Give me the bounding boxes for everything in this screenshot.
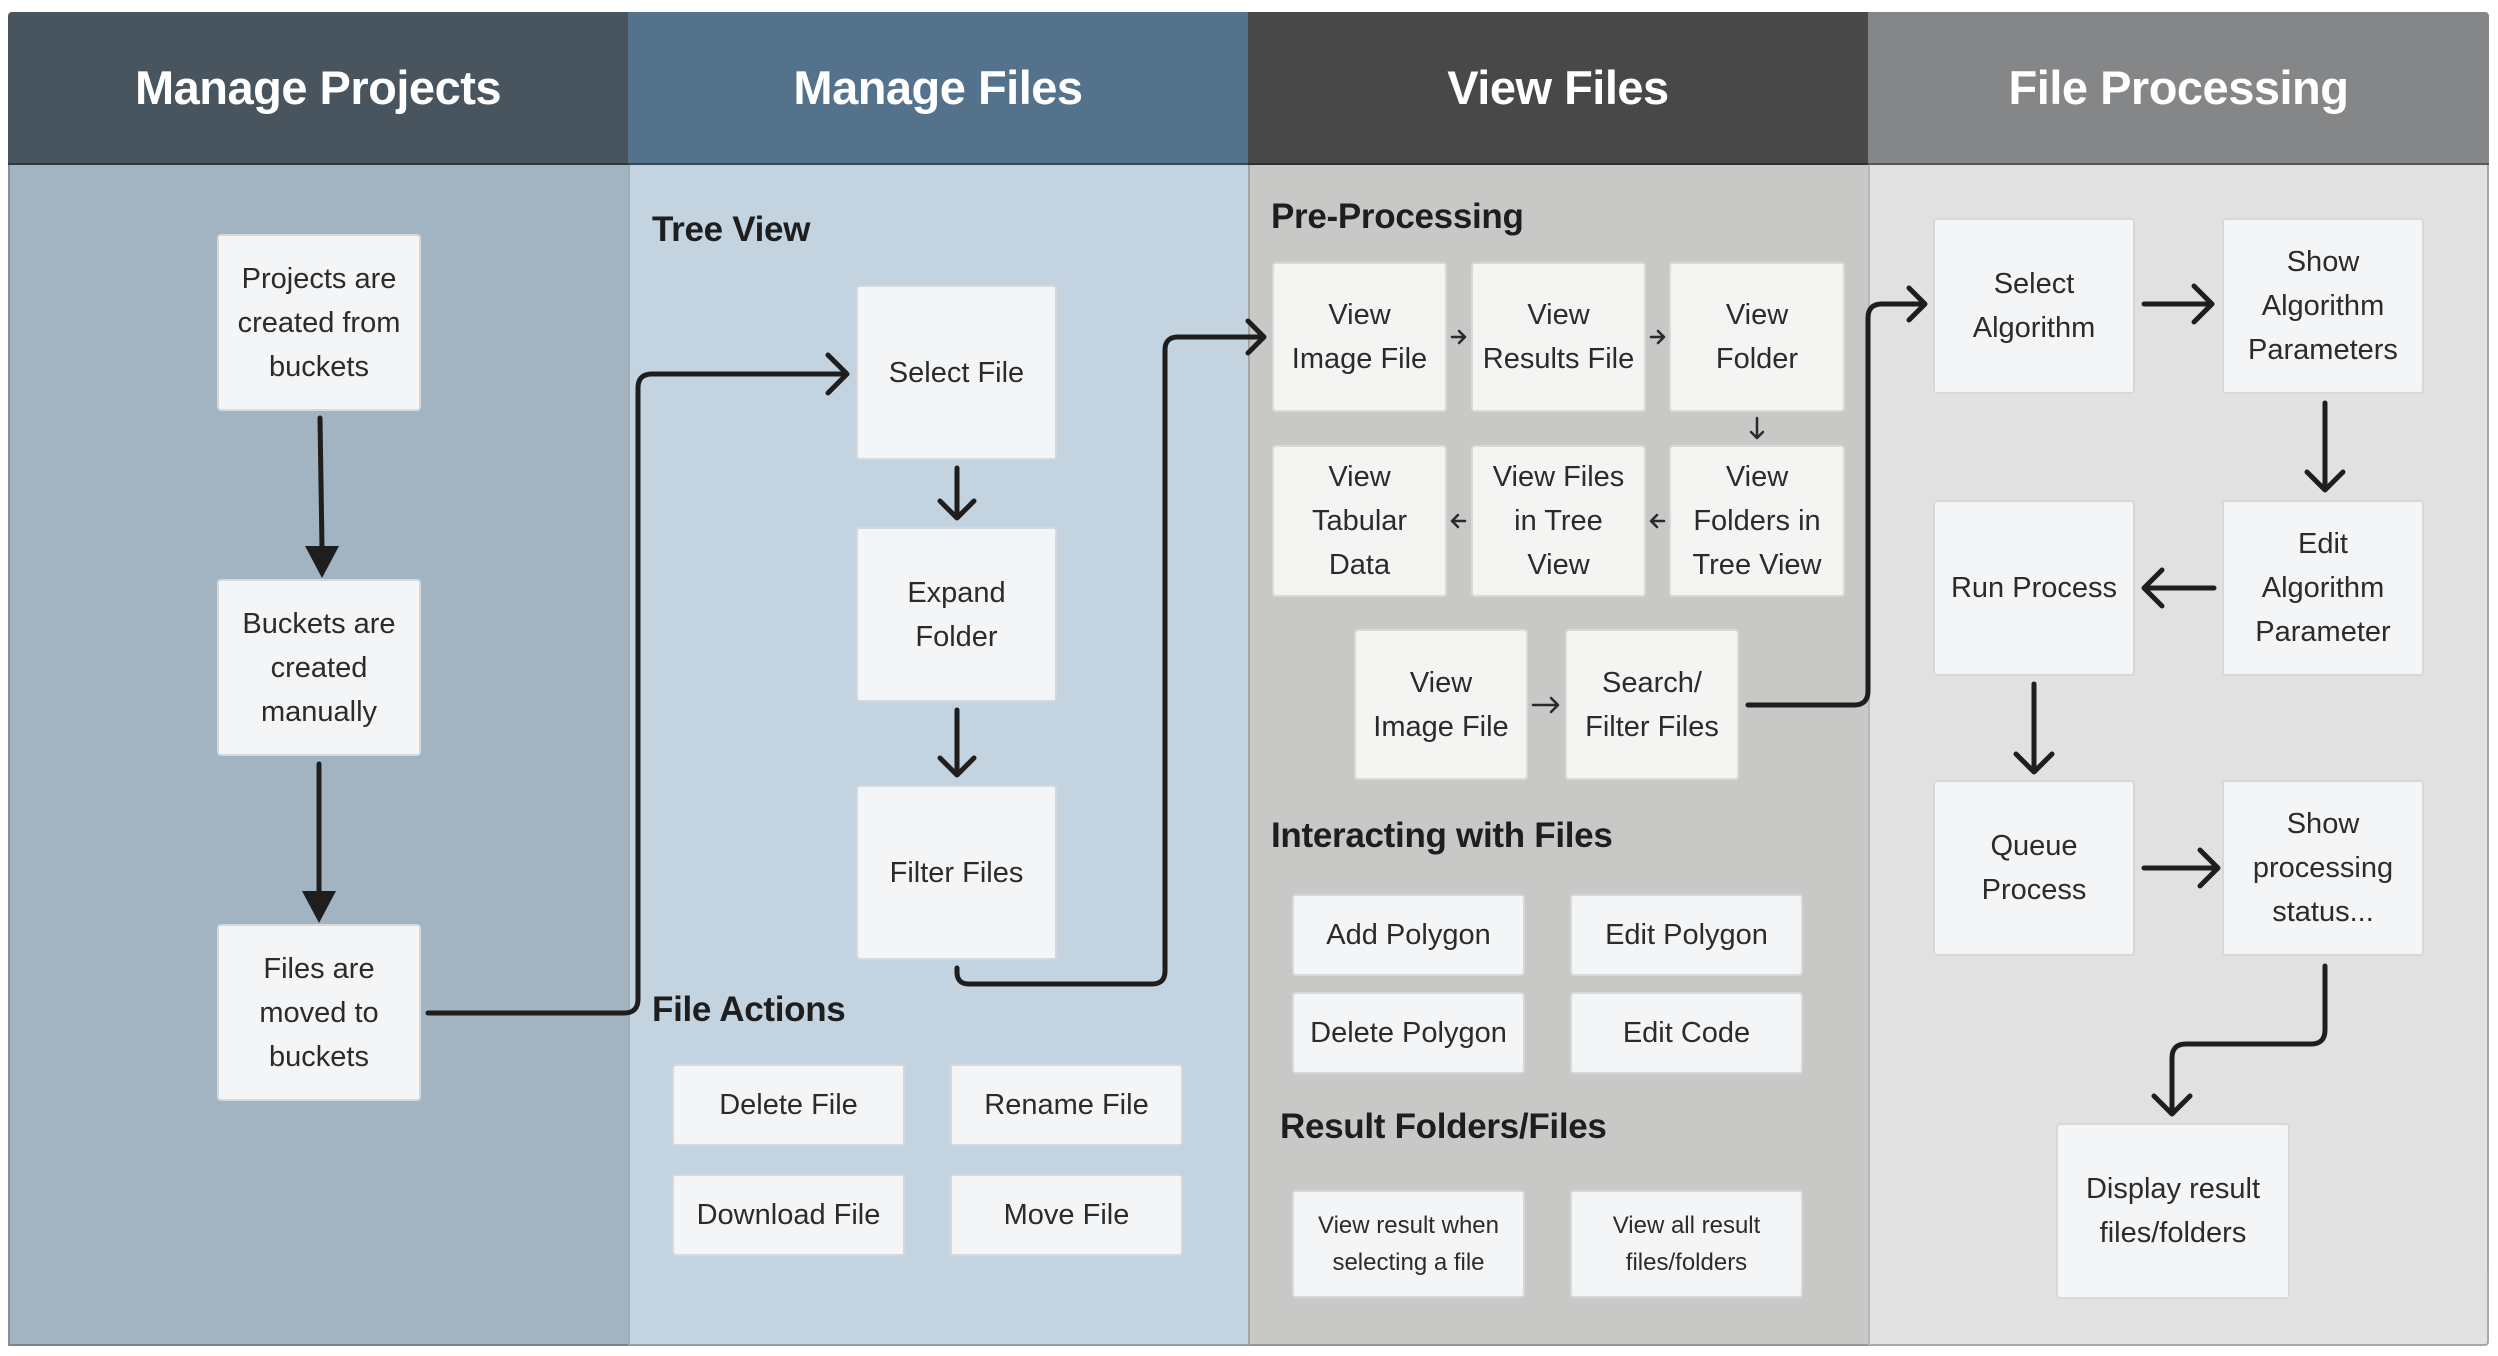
lane-header-manage-projects: Manage Projects xyxy=(8,12,628,165)
node-expand-folder[interactable]: Expand Folder xyxy=(856,527,1057,702)
download-file-button[interactable]: Download File xyxy=(672,1174,905,1256)
node-run-process[interactable]: Run Process xyxy=(1933,500,2135,676)
add-polygon-button[interactable]: Add Polygon xyxy=(1292,894,1525,976)
delete-polygon-button[interactable]: Delete Polygon xyxy=(1292,992,1525,1074)
node-view-files-tree[interactable]: View Files in Tree View xyxy=(1471,445,1646,597)
node-view-image-file[interactable]: View Image File xyxy=(1272,262,1447,412)
node-edit-algorithm-parameter[interactable]: Edit Algorithm Parameter xyxy=(2222,500,2424,676)
lane-header-manage-files: Manage Files xyxy=(628,12,1248,165)
node-filter-files[interactable]: Filter Files xyxy=(856,785,1057,960)
node-view-results-file[interactable]: View Results File xyxy=(1471,262,1646,412)
node-buckets-created[interactable]: Buckets are created manually xyxy=(217,579,421,756)
delete-file-button[interactable]: Delete File xyxy=(672,1064,905,1146)
lane-header-view-files: View Files xyxy=(1248,12,1868,165)
node-select-algorithm[interactable]: Select Algorithm xyxy=(1933,218,2135,394)
node-show-algorithm-parameters[interactable]: Show Algorithm Parameters xyxy=(2222,218,2424,394)
edit-polygon-button[interactable]: Edit Polygon xyxy=(1570,894,1803,976)
node-display-result-files[interactable]: Display result files/folders xyxy=(2056,1123,2290,1299)
section-title-file-actions: File Actions xyxy=(652,990,846,1029)
move-file-button[interactable]: Move File xyxy=(950,1174,1183,1256)
node-view-tabular-data[interactable]: View Tabular Data xyxy=(1272,445,1447,597)
node-projects-created[interactable]: Projects are created from buckets xyxy=(217,234,421,411)
section-title-tree-view: Tree View xyxy=(652,210,811,249)
node-view-image-file-2[interactable]: View Image File xyxy=(1354,629,1528,780)
view-all-result-button[interactable]: View all result files/folders xyxy=(1570,1190,1803,1298)
edit-code-button[interactable]: Edit Code xyxy=(1570,992,1803,1074)
section-title-pre-processing: Pre-Processing xyxy=(1271,197,1524,236)
rename-file-button[interactable]: Rename File xyxy=(950,1064,1183,1146)
lane-header-file-processing: File Processing xyxy=(1868,12,2489,165)
node-view-folders-tree[interactable]: View Folders in Tree View xyxy=(1669,445,1845,597)
view-result-selecting-file-button[interactable]: View result when selecting a file xyxy=(1292,1190,1525,1298)
section-title-result-folders: Result Folders/Files xyxy=(1280,1107,1607,1146)
node-search-filter-files[interactable]: Search/ Filter Files xyxy=(1565,629,1739,780)
node-select-file[interactable]: Select File xyxy=(856,285,1057,460)
section-title-interacting: Interacting with Files xyxy=(1271,816,1613,855)
node-show-processing-status[interactable]: Show processing status... xyxy=(2222,780,2424,956)
node-view-folder[interactable]: View Folder xyxy=(1669,262,1845,412)
node-queue-process[interactable]: Queue Process xyxy=(1933,780,2135,956)
node-files-moved[interactable]: Files are moved to buckets xyxy=(217,924,421,1101)
